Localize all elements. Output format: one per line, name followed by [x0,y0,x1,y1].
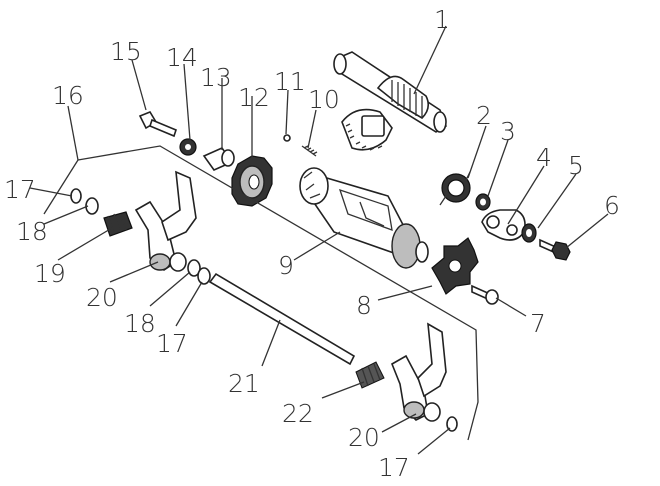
label-18-left: 18 [16,217,48,246]
flange-bolt [138,111,177,138]
label-3: 3 [500,117,516,146]
label-4: 4 [536,143,552,172]
stopper-plate [481,209,526,241]
label-20-right: 20 [348,423,380,452]
label-7: 7 [530,309,546,338]
torsion-spring [439,171,471,206]
leader-lines [29,25,609,455]
label-2: 2 [476,101,492,130]
label-17-bottom: 17 [378,453,410,482]
fork-shaft [208,272,356,366]
washer-17-mid [197,267,211,285]
spring-22 [355,361,385,389]
small-spring [301,145,318,157]
label-20-left: 20 [86,283,118,312]
shift-shaft-assembly [333,51,447,151]
label-11: 11 [274,67,306,96]
spring-19 [103,211,133,237]
label-22: 22 [282,399,314,428]
label-17-left: 17 [4,175,36,204]
collar [475,193,491,211]
washer-17-left [70,188,82,204]
label-14: 14 [166,43,198,72]
label-10: 10 [308,85,340,114]
washer-17-bottom [446,416,458,432]
label-9: 9 [278,251,294,280]
shift-drum [299,167,429,269]
label-19: 19 [34,259,66,288]
star-plate [431,237,479,295]
label-16: 16 [52,81,84,110]
label-18-mid: 18 [124,309,156,338]
label-12: 12 [238,83,270,112]
part-labels: 1 2 3 4 5 6 7 8 9 10 11 12 13 14 15 16 1… [4,5,620,482]
gear [231,155,273,207]
pin [283,134,291,142]
washer [521,223,537,243]
label-21: 21 [228,369,260,398]
washer-18-left [85,197,99,215]
label-8: 8 [356,291,372,320]
fork-group-outline [43,145,479,441]
label-6: 6 [604,191,620,220]
shift-fork-left [134,170,197,272]
washer-18-mid [187,259,201,277]
label-1: 1 [434,5,450,34]
label-5: 5 [568,151,584,180]
washer-14 [179,138,197,156]
label-13: 13 [200,63,232,92]
shift-fork-right [390,322,447,422]
label-17-mid: 17 [156,329,188,358]
bolt [539,238,571,261]
sleeve [202,147,235,171]
label-15: 15 [110,37,142,66]
star-bolt [471,284,499,305]
